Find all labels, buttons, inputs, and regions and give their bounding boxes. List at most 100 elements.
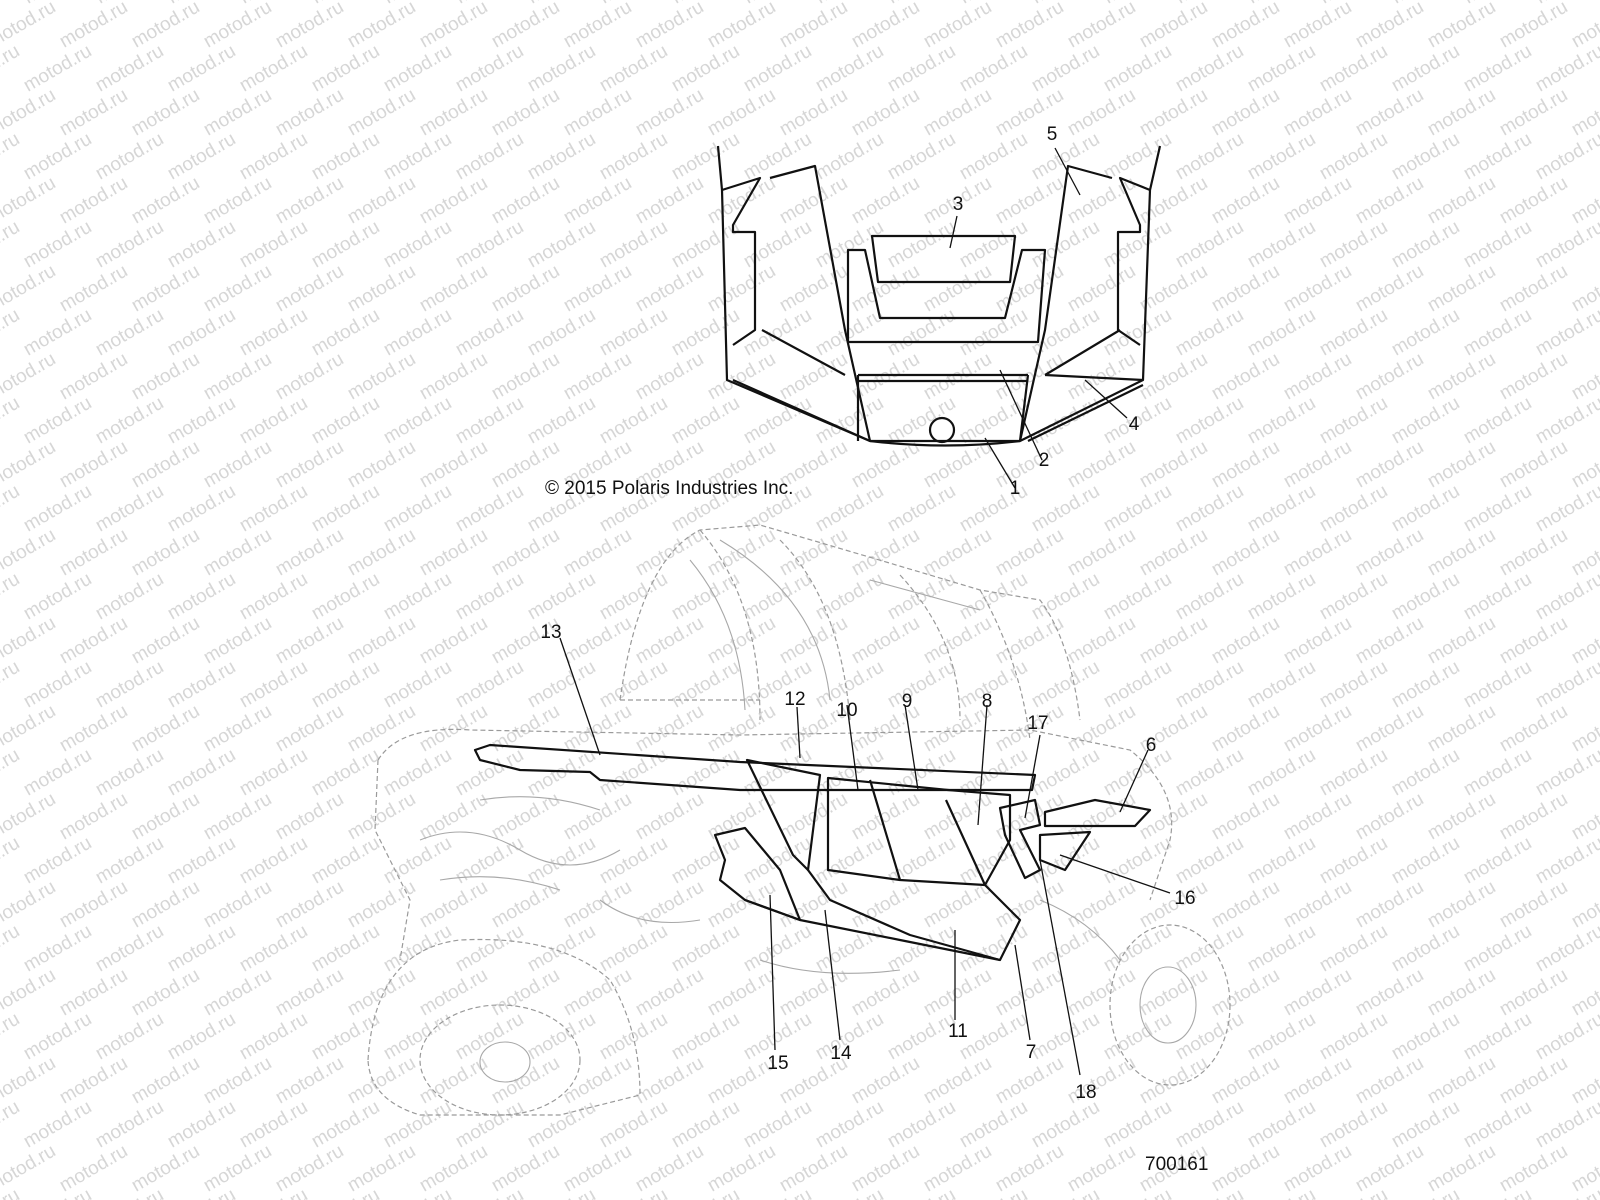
watermark-text: motod.ru <box>1280 437 1355 493</box>
watermark-text: motod.ru <box>704 261 779 317</box>
watermark-text: motod.ru <box>1244 1185 1319 1200</box>
watermark-text: motod.ru <box>1316 1009 1391 1065</box>
watermark-text: motod.ru <box>1496 525 1571 581</box>
watermark-text: motod.ru <box>92 569 167 625</box>
watermark-text: motod.ru <box>1424 701 1499 757</box>
watermark-text: motod.ru <box>488 1053 563 1109</box>
callout-5: 5 <box>1047 124 1058 145</box>
watermark-text: motod.ru <box>380 129 455 185</box>
watermark-text: motod.ru <box>1208 349 1283 405</box>
watermark-text: motod.ru <box>416 1141 491 1197</box>
watermark-text: motod.ru <box>308 569 383 625</box>
watermark-text: motod.ru <box>560 965 635 1021</box>
watermark-text: motod.ru <box>668 305 743 361</box>
watermark-text: motod.ru <box>812 1185 887 1200</box>
watermark-text: motod.ru <box>200 1053 275 1109</box>
watermark-text: motod.ru <box>1460 41 1535 97</box>
watermark-text: motod.ru <box>596 129 671 185</box>
watermark-text: motod.ru <box>56 613 131 669</box>
watermark-text: motod.ru <box>740 1185 815 1200</box>
watermark-text: motod.ru <box>344 1141 419 1197</box>
watermark-text: motod.ru <box>704 85 779 141</box>
watermark-text: motod.ru <box>128 1053 203 1109</box>
watermark-text: motod.ru <box>1460 129 1535 185</box>
watermark-text: motod.ru <box>20 41 95 97</box>
watermark-text: motod.ru <box>164 1185 239 1200</box>
watermark-text: motod.ru <box>1208 877 1283 933</box>
chassis-detail <box>419 796 1121 974</box>
watermark-text: motod.ru <box>92 657 167 713</box>
watermark-text: motod.ru <box>632 261 707 317</box>
watermark-text: motod.ru <box>1388 481 1463 537</box>
watermark-text: motod.ru <box>1352 261 1427 317</box>
watermark-text: motod.ru <box>236 129 311 185</box>
watermark-text: motod.ru <box>452 41 527 97</box>
watermark-text: motod.ru <box>380 1009 455 1065</box>
watermark-text: motod.ru <box>884 129 959 185</box>
watermark-text: motod.ru <box>1496 877 1571 933</box>
watermark-text: motod.ru <box>848 1053 923 1109</box>
watermark-text: motod.ru <box>236 1009 311 1065</box>
watermark-text: motod.ru <box>380 41 455 97</box>
watermark-text: motod.ru <box>1496 789 1571 845</box>
watermark-text: motod.ru <box>776 1141 851 1197</box>
watermark-text: motod.ru <box>596 833 671 889</box>
watermark-text: motod.ru <box>1100 1009 1175 1065</box>
watermark-text: motod.ru <box>668 833 743 889</box>
watermark-text: motod.ru <box>20 657 95 713</box>
watermark-text: motod.ru <box>1316 657 1391 713</box>
watermark-text: motod.ru <box>1172 1097 1247 1153</box>
hood-lower-decal-2 <box>858 373 1028 383</box>
watermark-text: motod.ru <box>452 1185 527 1200</box>
watermark-text: motod.ru <box>632 0 707 52</box>
watermark-text: motod.ru <box>92 393 167 449</box>
watermark-text: motod.ru <box>308 1185 383 1200</box>
watermark-text: motod.ru <box>524 1185 599 1200</box>
watermark-text: motod.ru <box>776 613 851 669</box>
watermark-text: motod.ru <box>1100 305 1175 361</box>
watermark-text: motod.ru <box>848 85 923 141</box>
watermark-text: motod.ru <box>380 833 455 889</box>
watermark-text: motod.ru <box>1388 833 1463 889</box>
watermark-text: motod.ru <box>272 701 347 757</box>
watermark-text: motod.ru <box>920 1053 995 1109</box>
watermark-text: motod.ru <box>1460 1009 1535 1065</box>
watermark-text: motod.ru <box>1460 657 1535 713</box>
watermark-text: motod.ru <box>560 173 635 229</box>
watermark-text: motod.ru <box>56 437 131 493</box>
watermark-text: motod.ru <box>236 833 311 889</box>
watermark-text: motod.ru <box>956 833 1031 889</box>
watermark-text: motod.ru <box>200 85 275 141</box>
watermark-text: motod.ru <box>668 921 743 977</box>
watermark-text: motod.ru <box>1388 921 1463 977</box>
watermark-text: motod.ru <box>1100 129 1175 185</box>
watermark-text: motod.ru <box>308 41 383 97</box>
watermark-text: motod.ru <box>92 1185 167 1200</box>
watermark-text: motod.ru <box>1244 745 1319 801</box>
watermark-text: motod.ru <box>164 41 239 97</box>
watermark-text: motod.ru <box>704 173 779 229</box>
watermark-text: motod.ru <box>596 41 671 97</box>
watermark-text: motod.ru <box>452 1097 527 1153</box>
watermark-text: motod.ru <box>488 0 563 52</box>
watermark-text: motod.ru <box>128 261 203 317</box>
watermark-text: motod.ru <box>1028 217 1103 273</box>
watermark-text: motod.ru <box>164 569 239 625</box>
hood-front-edge <box>869 439 1021 447</box>
watermark-text: motod.ru <box>1316 393 1391 449</box>
watermark-text: motod.ru <box>452 569 527 625</box>
watermark-text: motod.ru <box>272 0 347 52</box>
watermark-text: motod.ru <box>1532 745 1600 801</box>
watermark-text: motod.ru <box>1244 393 1319 449</box>
watermark-text: motod.ru <box>524 129 599 185</box>
watermark-text: motod.ru <box>20 1097 95 1153</box>
watermark-text: motod.ru <box>200 261 275 317</box>
watermark-text: motod.ru <box>164 481 239 537</box>
watermark-text: motod.ru <box>0 745 23 801</box>
watermark-text: motod.ru <box>1028 745 1103 801</box>
watermark-text: motod.ru <box>1316 833 1391 889</box>
watermark-text: motod.ru <box>452 305 527 361</box>
watermark-text: motod.ru <box>164 745 239 801</box>
watermark-text: motod.ru <box>1460 921 1535 977</box>
watermark-text: motod.ru <box>956 1185 1031 1200</box>
